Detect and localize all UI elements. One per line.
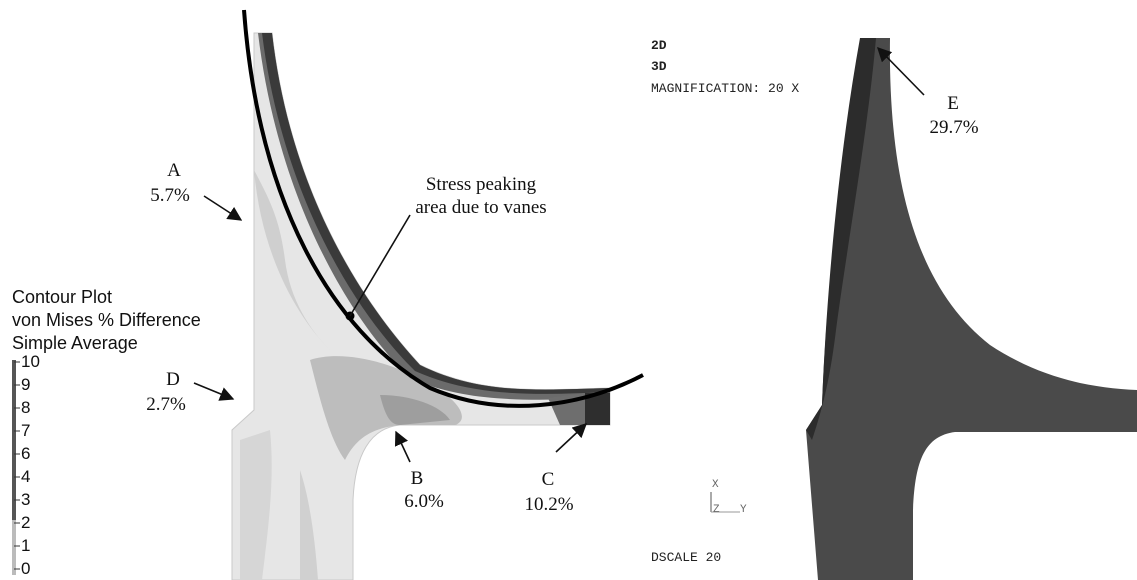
legend-tick-label: 1 xyxy=(21,536,30,555)
arrow-c xyxy=(555,423,588,453)
legend-bar-segment xyxy=(12,520,16,575)
contour-zone-mid xyxy=(300,470,318,580)
label-stress-line1: Stress peaking xyxy=(426,174,537,195)
legend-tick-label: 9 xyxy=(21,375,30,394)
deformed-shape-plot xyxy=(806,38,1137,580)
triad-z-label: Z xyxy=(713,504,720,516)
annotation-arrows xyxy=(193,195,588,463)
label-c-value: 10.2% xyxy=(524,494,573,515)
shape-2d xyxy=(806,38,876,440)
legend-tick-label: 8 xyxy=(21,398,30,417)
footer-dscale: DSCALE 20 xyxy=(651,550,721,565)
contour-zone-mid xyxy=(380,395,450,425)
axis-triad: X Z Y xyxy=(710,479,747,516)
label-stress-line2: area due to vanes xyxy=(415,197,546,218)
legend-tick-label: 2 xyxy=(21,513,30,532)
label-a-letter: A xyxy=(167,160,181,181)
arrow-a xyxy=(203,195,243,221)
contour-legend: Contour Plot von Mises % Difference Simp… xyxy=(12,287,201,578)
label-e-value: 29.7% xyxy=(929,117,978,138)
contour-zone-mid xyxy=(254,170,330,350)
reference-arc xyxy=(242,9,644,408)
header-3d: 3D xyxy=(651,59,667,74)
label-b-letter: B xyxy=(411,468,424,489)
label-d-letter: D xyxy=(166,369,180,390)
legend-tick-label: 6 xyxy=(21,444,30,463)
contour-plot xyxy=(231,9,644,580)
header-2d: 2D xyxy=(651,38,667,53)
arrow-b xyxy=(394,430,411,463)
legend-title-line1: Contour Plot xyxy=(12,287,112,307)
legend-tick-label: 10 xyxy=(21,352,40,371)
legend-tick-label: 4 xyxy=(21,467,30,486)
arrow-d xyxy=(193,382,235,401)
label-c-letter: C xyxy=(542,469,555,490)
stress-leader xyxy=(349,214,411,317)
arrow-e xyxy=(876,46,925,96)
triad-x-label: X xyxy=(712,479,719,491)
label-d-value: 2.7% xyxy=(146,394,186,415)
legend-tick-label: 7 xyxy=(21,421,30,440)
shape-3d xyxy=(806,38,1137,580)
label-e-letter: E xyxy=(947,93,959,114)
header-magnification: MAGNIFICATION: 20 X xyxy=(651,81,799,96)
legend-bar xyxy=(12,360,16,575)
label-a-value: 5.7% xyxy=(150,185,190,206)
triad-y-label: Y xyxy=(740,504,747,516)
label-b-value: 6.0% xyxy=(404,491,444,512)
legend-title-line3: Simple Average xyxy=(12,333,138,353)
legend-tick-label: 0 xyxy=(21,559,30,578)
legend-title-line2: von Mises % Difference xyxy=(12,310,201,330)
contour-zone-mid xyxy=(240,430,272,580)
legend-tick-label: 3 xyxy=(21,490,30,509)
